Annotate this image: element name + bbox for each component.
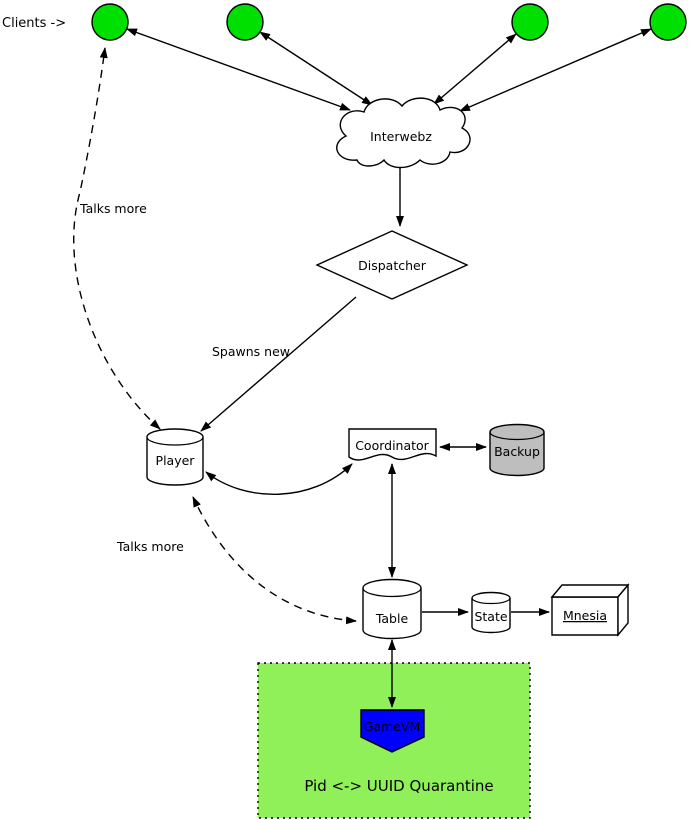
client-node-3 (511, 3, 549, 41)
backup-cylinder-top-arc (489, 431, 545, 441)
mnesia-box-top (550, 584, 630, 598)
edge-table-player-dashed (192, 496, 357, 625)
state-label: State (474, 609, 507, 624)
table-label: Table (375, 611, 409, 626)
backup-label: Backup (494, 444, 540, 459)
edge-dispatcher-player (200, 296, 357, 432)
client-node-1 (91, 3, 129, 41)
edge-client4-interwebz (459, 28, 652, 112)
edge-player-client1-dashed (73, 47, 161, 430)
edge-client2-interwebz (259, 31, 373, 106)
talks-more-upper-label: Talks more (79, 201, 147, 216)
coordinator-document (348, 428, 437, 461)
talks-more-lower-label: Talks more (116, 539, 184, 554)
interwebz-cloud (336, 97, 471, 169)
coordinator-label: Coordinator (355, 438, 429, 453)
backup-cylinder (489, 423, 545, 477)
table-cylinder (362, 578, 422, 640)
client-node-2 (226, 3, 264, 41)
dispatcher-label: Dispatcher (358, 258, 427, 273)
interwebz-label: Interwebz (370, 129, 432, 144)
clients-caption: Clients -> (2, 16, 66, 31)
edge-player-coordinator (205, 463, 353, 495)
client-node-4 (649, 3, 687, 41)
player-cylinder (146, 428, 204, 486)
state-cylinder-top-arc (471, 597, 511, 605)
table-cylinder-top-arc (362, 587, 422, 598)
spawns-new-label: Spawns new (212, 344, 290, 359)
quarantine-label: Pid <-> UUID Quarantine (304, 777, 493, 795)
dispatcher-diamond (315, 230, 469, 300)
player-cylinder-top-arc (146, 436, 204, 446)
edge-client3-interwebz (433, 33, 517, 105)
mnesia-label: Mnesia (563, 608, 607, 623)
gamevm-node (360, 709, 425, 753)
mnesia-box-side (617, 583, 629, 637)
gamevm-label: GameVM (364, 719, 421, 734)
player-label: Player (156, 453, 196, 468)
